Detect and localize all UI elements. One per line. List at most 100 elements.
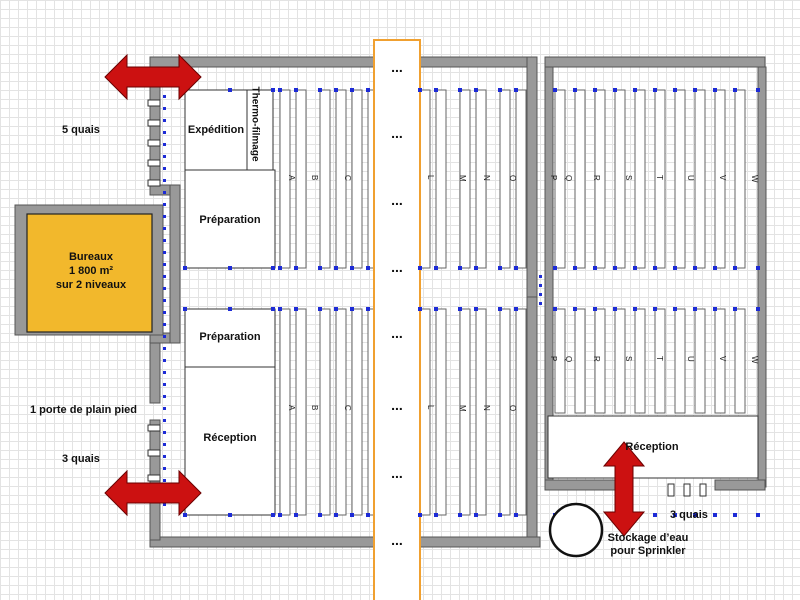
marker-dot bbox=[163, 155, 166, 158]
bureaux-label: Bureaux 1 800 m² sur 2 niveaux bbox=[30, 250, 152, 292]
marker-dot bbox=[539, 293, 542, 296]
marker-dot bbox=[318, 513, 322, 517]
marker-dot bbox=[514, 513, 518, 517]
quais-right-label: 3 quais bbox=[670, 509, 708, 521]
wall-segment bbox=[526, 296, 538, 548]
marker-dot bbox=[228, 513, 232, 517]
marker-dot bbox=[318, 266, 322, 270]
rack bbox=[674, 308, 686, 414]
marker-dot bbox=[418, 88, 422, 92]
dock-door bbox=[699, 483, 707, 497]
marker-dot bbox=[613, 307, 617, 311]
bureaux-line-1: Bureaux bbox=[68, 251, 114, 263]
marker-dot bbox=[350, 88, 354, 92]
dock-door bbox=[147, 99, 161, 107]
aisle-letter: Q bbox=[564, 356, 573, 362]
bureaux-line-2: 1 800 m² bbox=[68, 265, 114, 277]
marker-dot bbox=[653, 266, 657, 270]
expedition-room bbox=[184, 89, 248, 171]
marker-dot bbox=[163, 311, 166, 314]
corridor-dots: ... bbox=[391, 125, 403, 141]
aisle-letter: O bbox=[508, 175, 517, 181]
wall-segment bbox=[714, 479, 766, 491]
marker-dot bbox=[474, 307, 478, 311]
marker-dot bbox=[278, 513, 282, 517]
marker-dot bbox=[539, 302, 542, 305]
preparation-top-label: Préparation bbox=[199, 214, 261, 226]
corridor-dots: ... bbox=[391, 532, 403, 548]
aisle-letter: T bbox=[655, 175, 664, 180]
arrow-bottom-icon bbox=[104, 469, 202, 517]
quais-top-label: 5 quais bbox=[62, 124, 100, 136]
marker-dot bbox=[163, 503, 166, 506]
marker-dot bbox=[163, 107, 166, 110]
marker-dot bbox=[163, 383, 166, 386]
corridor-dots: ... bbox=[391, 192, 403, 208]
aisle-letter: T bbox=[655, 356, 664, 361]
rack bbox=[295, 89, 307, 269]
expedition-label: Expédition bbox=[187, 124, 245, 136]
preparation-mid-label: Préparation bbox=[199, 331, 261, 343]
wall-segment bbox=[757, 66, 767, 488]
marker-dot bbox=[163, 179, 166, 182]
rack bbox=[515, 89, 527, 269]
marker-dot bbox=[673, 88, 677, 92]
marker-dot bbox=[294, 266, 298, 270]
corridor-band bbox=[373, 39, 421, 600]
marker-dot bbox=[271, 266, 275, 270]
marker-dot bbox=[163, 251, 166, 254]
marker-dot bbox=[163, 395, 166, 398]
rack bbox=[734, 89, 746, 269]
rack bbox=[614, 308, 626, 414]
marker-dot bbox=[163, 407, 166, 410]
marker-dot bbox=[514, 307, 518, 311]
marker-dot bbox=[350, 266, 354, 270]
marker-dot bbox=[713, 307, 717, 311]
marker-dot bbox=[434, 307, 438, 311]
aisle-letter: V bbox=[718, 356, 727, 362]
marker-dot bbox=[756, 307, 760, 311]
marker-dot bbox=[366, 88, 370, 92]
arrow-top-icon bbox=[104, 53, 202, 101]
marker-dot bbox=[498, 307, 502, 311]
marker-dot bbox=[693, 266, 697, 270]
aisle-letter: N bbox=[482, 175, 491, 181]
wall-segment bbox=[149, 536, 541, 548]
rack bbox=[574, 308, 586, 414]
aisle-letter: R bbox=[592, 175, 601, 181]
marker-dot bbox=[163, 335, 166, 338]
bureaux-block bbox=[26, 213, 153, 333]
aisle-letter: Q bbox=[564, 175, 573, 181]
rack bbox=[475, 89, 487, 269]
aisle-letter: N bbox=[482, 405, 491, 411]
marker-dot bbox=[183, 513, 187, 517]
marker-dot bbox=[163, 431, 166, 434]
aisle-letter: B bbox=[310, 405, 319, 410]
marker-dot bbox=[553, 266, 557, 270]
marker-dot bbox=[733, 307, 737, 311]
marker-dot bbox=[163, 191, 166, 194]
preparation-top-room bbox=[184, 169, 276, 269]
marker-dot bbox=[733, 88, 737, 92]
marker-dot bbox=[163, 299, 166, 302]
marker-dot bbox=[633, 88, 637, 92]
marker-dot bbox=[163, 119, 166, 122]
corridor-dots: ... bbox=[391, 259, 403, 275]
rack bbox=[554, 308, 566, 414]
rack bbox=[734, 308, 746, 414]
marker-dot bbox=[271, 513, 275, 517]
marker-dot bbox=[593, 88, 597, 92]
marker-dot bbox=[756, 88, 760, 92]
marker-dot bbox=[693, 88, 697, 92]
reception-right-room bbox=[547, 415, 759, 479]
dock-door bbox=[147, 159, 161, 167]
rack bbox=[419, 308, 431, 516]
rack bbox=[654, 89, 666, 269]
rack bbox=[554, 89, 566, 269]
marker-dot bbox=[573, 266, 577, 270]
aisle-letter: S bbox=[624, 356, 633, 361]
rack bbox=[674, 89, 686, 269]
marker-dot bbox=[673, 266, 677, 270]
marker-dot bbox=[183, 266, 187, 270]
bureaux-line-3: sur 2 niveaux bbox=[55, 279, 127, 291]
